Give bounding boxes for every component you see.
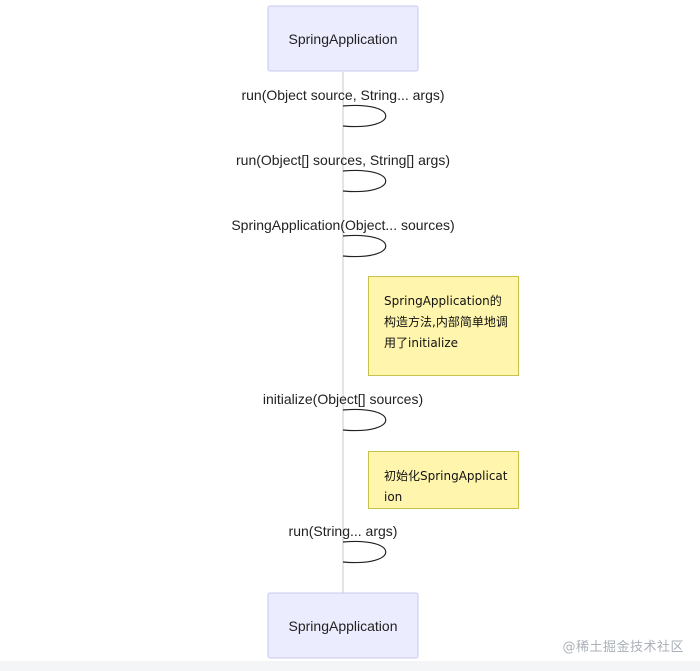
self-call-arrow — [342, 104, 387, 128]
note: SpringApplication的构造方法,内部简单地调用了initializ… — [368, 276, 519, 376]
message-self-call: run(String... args) — [289, 523, 398, 564]
message-label: SpringApplication(Object... sources) — [231, 217, 454, 233]
note: 初始化SpringApplication — [368, 451, 519, 509]
message-label: initialize(Object[] sources) — [263, 391, 423, 407]
self-call-arrow — [342, 540, 387, 564]
self-call-arrow — [342, 408, 387, 432]
message-label: run(Object source, String... args) — [241, 87, 444, 103]
message-self-call: run(Object source, String... args) — [241, 87, 445, 128]
actor-bottom: SpringApplication — [267, 592, 419, 659]
self-call-arrow — [342, 169, 387, 193]
message-label: run(Object[] sources, String[] args) — [236, 152, 450, 168]
message-label: run(String... args) — [289, 523, 398, 539]
actor-bottom-box — [267, 592, 419, 659]
actor-top-box — [267, 5, 419, 72]
message-self-call: run(Object[] sources, String[] args) — [236, 152, 450, 193]
actor-top: SpringApplication — [267, 5, 419, 72]
bottom-band — [0, 661, 700, 671]
message-self-call: initialize(Object[] sources) — [263, 391, 423, 432]
watermark: @稀土掘金技术社区 — [562, 640, 684, 655]
actor-bottom-label: SpringApplication — [289, 618, 398, 634]
actor-top-label: SpringApplication — [289, 31, 398, 47]
self-call-arrow — [342, 234, 387, 258]
message-self-call: SpringApplication(Object... sources) — [231, 217, 455, 258]
